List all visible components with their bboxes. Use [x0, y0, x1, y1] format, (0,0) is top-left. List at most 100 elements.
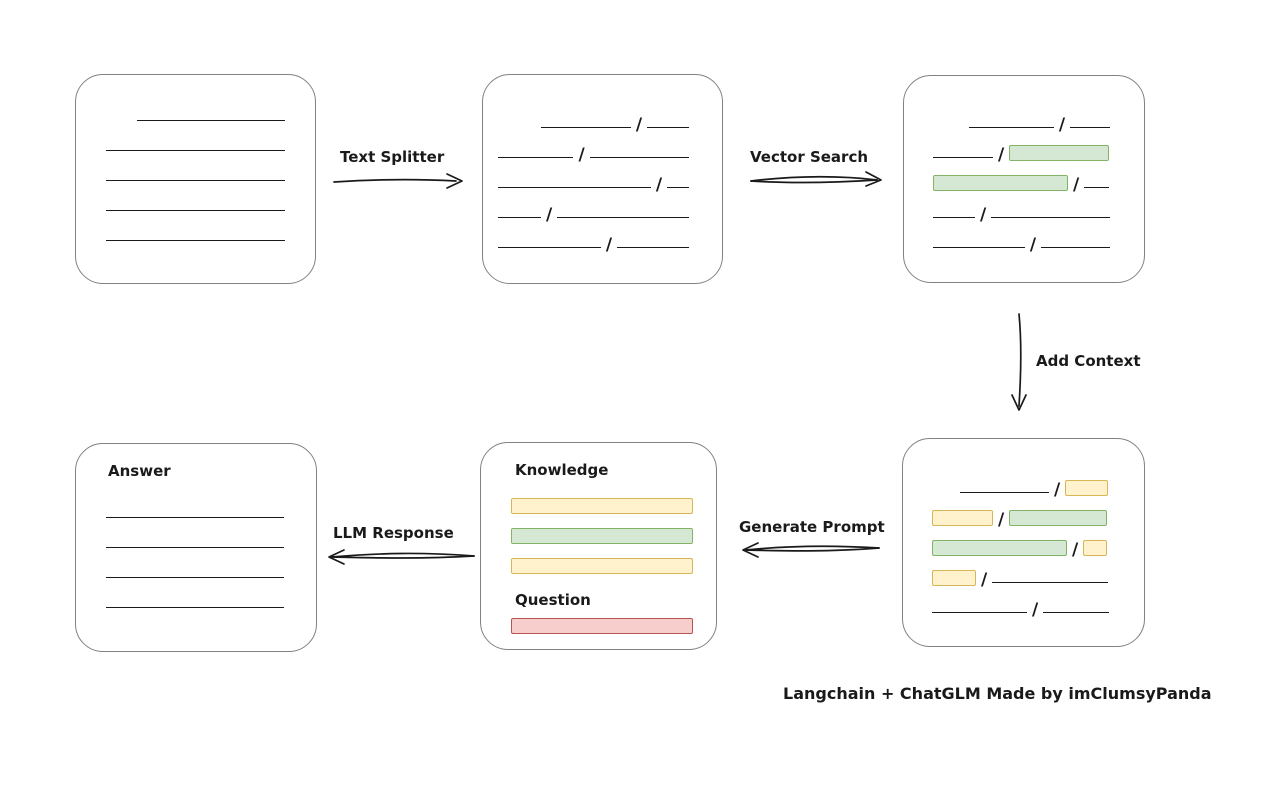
yellow-chunk — [932, 570, 976, 586]
text-line — [498, 157, 574, 158]
split-chunks-box: / / / / / — [482, 74, 723, 284]
chunk-lines: / / / / / — [483, 75, 722, 254]
segment-row — [511, 481, 716, 514]
segment-row: / — [933, 128, 1110, 164]
llm-response-arrow-icon — [328, 549, 475, 565]
segment-row — [106, 488, 316, 518]
text-line — [137, 120, 285, 121]
green-chunk — [933, 175, 1068, 191]
text-line — [1070, 127, 1110, 128]
segment-row: / — [933, 158, 1110, 194]
text-line — [932, 612, 1027, 613]
segment-row — [106, 121, 285, 151]
segment-row — [511, 511, 716, 544]
slash-separator: / — [655, 175, 663, 195]
green-chunk — [511, 528, 693, 544]
segment-row — [106, 151, 285, 181]
text-line — [106, 517, 284, 518]
yellow-chunk — [1065, 480, 1109, 496]
knowledge-bars — [511, 481, 716, 574]
text-line — [969, 127, 1054, 128]
yellow-chunk — [932, 510, 993, 526]
text-line — [557, 217, 690, 218]
prompt-box: Knowledge Question — [480, 442, 717, 650]
text-line — [992, 582, 1109, 583]
generate-prompt-label: Generate Prompt — [739, 518, 885, 536]
vector-search-label: Vector Search — [750, 148, 869, 166]
text-splitter-arrow-icon — [333, 173, 463, 189]
segment-row: / — [933, 98, 1110, 134]
added-context-box: / / / / / — [902, 438, 1145, 647]
add-context-arrow-icon — [1011, 313, 1027, 411]
text-line — [106, 547, 284, 548]
slash-separator: / — [1054, 480, 1061, 500]
question-bar — [511, 611, 716, 634]
text-line — [106, 180, 285, 181]
text-line — [106, 240, 285, 241]
text-line — [541, 127, 631, 128]
segment-row — [106, 518, 316, 548]
text-line — [960, 492, 1049, 493]
segment-row — [511, 611, 716, 634]
segment-row: / — [932, 553, 1110, 589]
text-line — [1084, 187, 1110, 188]
text-line — [589, 157, 689, 158]
text-line — [617, 247, 689, 248]
yellow-chunk — [1083, 540, 1108, 556]
segment-row: / — [498, 128, 689, 164]
green-chunk — [1009, 145, 1110, 161]
llm-response-label: LLM Response — [333, 524, 454, 542]
segment-row: / — [498, 188, 690, 224]
slash-separator: / — [605, 235, 613, 255]
slash-separator: / — [1029, 235, 1037, 255]
generate-prompt-arrow-icon — [742, 542, 880, 558]
vector-search-result-box: ///// — [903, 75, 1145, 283]
text-line — [647, 127, 689, 128]
text-line — [106, 210, 285, 211]
context-lines: / / / / / — [903, 439, 1144, 619]
text-line — [667, 187, 689, 188]
slash-separator: / — [578, 145, 585, 165]
knowledge-label: Knowledge — [515, 461, 609, 479]
text-line — [106, 150, 285, 151]
text-line — [498, 247, 601, 248]
slash-separator: / — [1032, 600, 1039, 620]
segment-row — [106, 548, 316, 578]
slash-separator: / — [1072, 540, 1079, 560]
slash-separator: / — [998, 510, 1005, 530]
segment-row: / — [932, 463, 1110, 499]
segment-row — [106, 91, 285, 121]
credit-text: Langchain + ChatGLM Made by imClumsyPand… — [783, 684, 1212, 703]
green-chunk — [1009, 510, 1108, 526]
question-label: Question — [515, 591, 591, 609]
slash-separator: / — [981, 570, 988, 590]
answer-lines — [106, 488, 316, 608]
text-line — [106, 607, 284, 608]
yellow-chunk — [511, 498, 693, 514]
segment-row — [511, 541, 716, 574]
segment-row — [106, 211, 285, 241]
slash-separator: / — [1073, 175, 1080, 195]
slash-separator: / — [635, 115, 643, 135]
segment-row: / — [932, 583, 1110, 619]
text-line — [498, 217, 541, 218]
text-line — [933, 157, 993, 158]
retrieved-lines: ///// — [904, 76, 1144, 254]
slash-separator: / — [545, 205, 553, 225]
text-line — [498, 187, 651, 188]
segment-row: / — [932, 493, 1110, 529]
segment-row: / — [498, 158, 689, 194]
add-context-label: Add Context — [1036, 352, 1141, 370]
segment-row: / — [498, 218, 689, 254]
slash-separator: / — [1058, 115, 1066, 135]
yellow-chunk — [511, 558, 693, 574]
segment-row: / — [933, 218, 1110, 254]
segment-row: / — [933, 188, 1110, 224]
text-line — [991, 217, 1110, 218]
green-chunk — [932, 540, 1067, 556]
text-line — [933, 217, 975, 218]
source-document-box — [75, 74, 316, 284]
text-line — [106, 577, 284, 578]
answer-box: Answer — [75, 443, 317, 652]
slash-separator: / — [998, 145, 1005, 165]
